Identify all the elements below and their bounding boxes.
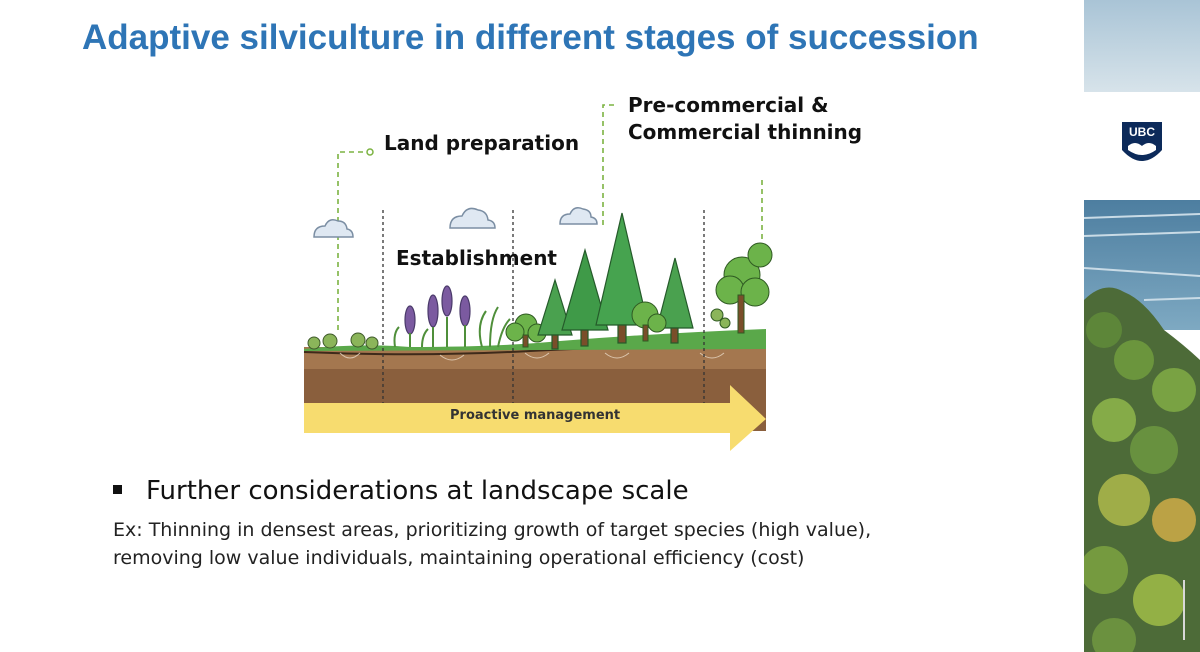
ubc-logo-icon: UBC: [1122, 122, 1162, 161]
succession-graphic: [303, 104, 773, 451]
label-thinning-line1: Pre-commercial &: [628, 93, 829, 117]
slide-title: Adaptive silviculture in different stage…: [82, 18, 979, 57]
example-line-1: Ex: Thinning in densest areas, prioritiz…: [113, 519, 872, 541]
example-line-2: removing low value individuals, maintain…: [113, 547, 805, 569]
logo-text: UBC: [1129, 125, 1155, 139]
label-establishment: Establishment: [396, 246, 557, 270]
bullet-text: Further considerations at landscape scal…: [146, 476, 689, 506]
bullet-marker: [113, 485, 122, 494]
bullet-item: Further considerations at landscape scal…: [113, 476, 689, 506]
succession-illustration: Land preparation Establishment Pre-comme…: [300, 85, 862, 455]
leader-lines: [337, 104, 763, 330]
slide: Adaptive silviculture in different stage…: [82, 18, 979, 572]
cloud-icon: [313, 207, 598, 238]
arrow-label: Proactive management: [450, 408, 621, 423]
label-thinning-line2: Commercial thinning: [628, 120, 863, 144]
label-land-preparation: Land preparation: [384, 131, 580, 155]
coastal-landscape-image: UBC: [1084, 0, 1200, 652]
sidebar-photo: UBC: [1084, 0, 1200, 652]
example-text: Ex: Thinning in densest areas, prioritiz…: [113, 516, 871, 572]
